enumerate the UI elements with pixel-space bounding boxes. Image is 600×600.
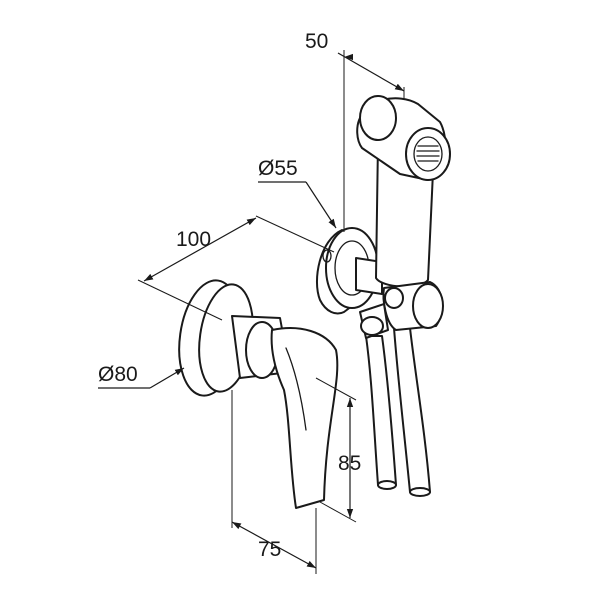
mixer-valve <box>178 279 339 509</box>
dimension-50: 50 <box>305 30 405 232</box>
dimension-100: 100 <box>137 215 335 321</box>
wall-bracket <box>316 227 383 315</box>
dim-label-50: 50 <box>305 30 328 53</box>
nozzle-grid-icon <box>416 145 440 162</box>
dim-label-diameter-55: Ø55 <box>258 157 298 180</box>
dimension-diameter-80: Ø80 <box>98 363 185 389</box>
dimension-diameter-55: Ø55 <box>258 157 337 229</box>
dim-label-diameter-80: Ø80 <box>98 363 138 386</box>
dim-label-85: 85 <box>338 452 361 475</box>
hose-connector <box>359 281 444 339</box>
hand-shower <box>356 95 451 288</box>
shower-hose <box>365 327 431 497</box>
dimension-85: 85 <box>315 377 361 523</box>
dim-label-100: 100 <box>176 228 211 251</box>
dimension-75: 75 <box>231 390 317 574</box>
dim-label-75: 75 <box>258 538 281 561</box>
